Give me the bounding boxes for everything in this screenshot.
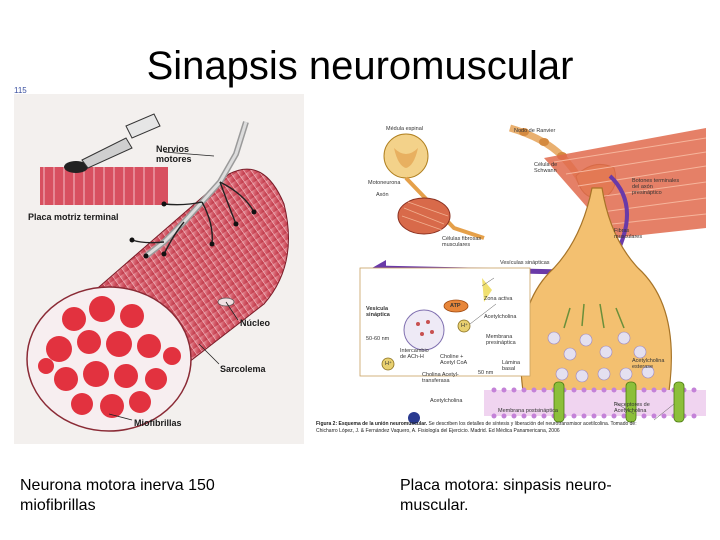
label-ach: ACh bbox=[410, 424, 421, 430]
right-description: Placa motora: sinpasis neuro-muscular. bbox=[400, 477, 612, 514]
label-acetylcholina-2: Acetylcholina bbox=[430, 398, 463, 404]
figure-caption-bold: Figura 2: Esquema de la unión neuromuscu… bbox=[316, 421, 428, 427]
label-h-plus-1: H⁺ bbox=[461, 323, 468, 329]
label-choline-transferasa: Cholina Acetyl-transferasa bbox=[422, 372, 459, 384]
label-botones-terminales: Botones terminales del axón presináptico bbox=[632, 178, 680, 196]
label-intercambio: Intercambio de ACh-H bbox=[400, 348, 429, 360]
label-lamina-basal: Lámina basal bbox=[502, 360, 521, 372]
label-medula: Médula espinal bbox=[386, 126, 423, 132]
neuromuscular-junction-diagram: Médula espinal Nodo de Ranvier Motoneuro… bbox=[314, 118, 706, 440]
label-vesicula-sinaptica: Vesícula sináptica bbox=[366, 306, 390, 318]
label-nervios-motores: Nervios motores bbox=[156, 144, 192, 164]
label-motoneurona: Motoneurona bbox=[368, 180, 401, 186]
label-axon: Axón bbox=[376, 192, 389, 198]
label-celula-schwann: Célula de Schwann bbox=[534, 162, 558, 174]
label-sarcolema: Sarcolema bbox=[220, 364, 266, 374]
label-choline-acetyl: Choline + Acetyl CoA bbox=[440, 354, 468, 366]
label-placa-motriz: Placa motriz terminal bbox=[28, 212, 119, 222]
label-nm-50: 50 nm bbox=[478, 370, 494, 376]
label-acetylcholina-1: Acetylcholina bbox=[484, 314, 517, 320]
figure-caption-text: Se describen los detalles de síntesis y … bbox=[427, 421, 637, 427]
figure-caption: Figura 2: Esquema de la unión neuromuscu… bbox=[316, 421, 706, 427]
ach-marker bbox=[408, 412, 420, 424]
label-nodo-ranvier: Nodo de Ranvier bbox=[514, 128, 556, 134]
label-membrana-postsinaptica: Membrana postsináptica bbox=[498, 408, 558, 414]
label-h-plus-2: H⁺ bbox=[385, 361, 392, 367]
label-zona-activa: Zona activa bbox=[484, 296, 513, 302]
atp-marker bbox=[443, 299, 469, 313]
label-atp: ATP bbox=[450, 303, 461, 309]
synaptic-vesicle bbox=[403, 309, 445, 351]
figure-caption-source: Chicharro López, J. & Fernández Vaquero,… bbox=[316, 428, 560, 434]
label-vesiculas-sinapticas: Vesículas sinápticas bbox=[500, 260, 550, 266]
corner-mark: 115 bbox=[14, 86, 27, 95]
slide-title: Sinapsis neuromuscular bbox=[146, 44, 574, 88]
label-membrana-presinaptica: Membrana presináptica bbox=[486, 334, 516, 346]
muscle-fiber-illustration: Nervios motores Placa motriz terminal Nú… bbox=[14, 94, 304, 444]
label-nm-5060: 50-60 nm bbox=[366, 336, 390, 342]
end-plate-knob bbox=[64, 161, 88, 173]
left-description: Neurona motora inerva 150 miofibrillas bbox=[20, 477, 215, 514]
label-receptores: Receptores de Acetylcholina bbox=[614, 402, 650, 414]
label-celulas-fibrosas: Células fibrosas musculares bbox=[442, 236, 482, 248]
muscle-fiber-drawing bbox=[26, 113, 289, 432]
label-fibras-musculares: Fibras musculares bbox=[614, 228, 643, 240]
label-miofibrillas: Miofibrillas bbox=[134, 418, 182, 428]
junction-drawing bbox=[359, 124, 706, 424]
label-acetylcholina-esterase: Acetylcholina esterase bbox=[632, 358, 665, 370]
label-nucleo: Núcleo bbox=[240, 318, 271, 328]
